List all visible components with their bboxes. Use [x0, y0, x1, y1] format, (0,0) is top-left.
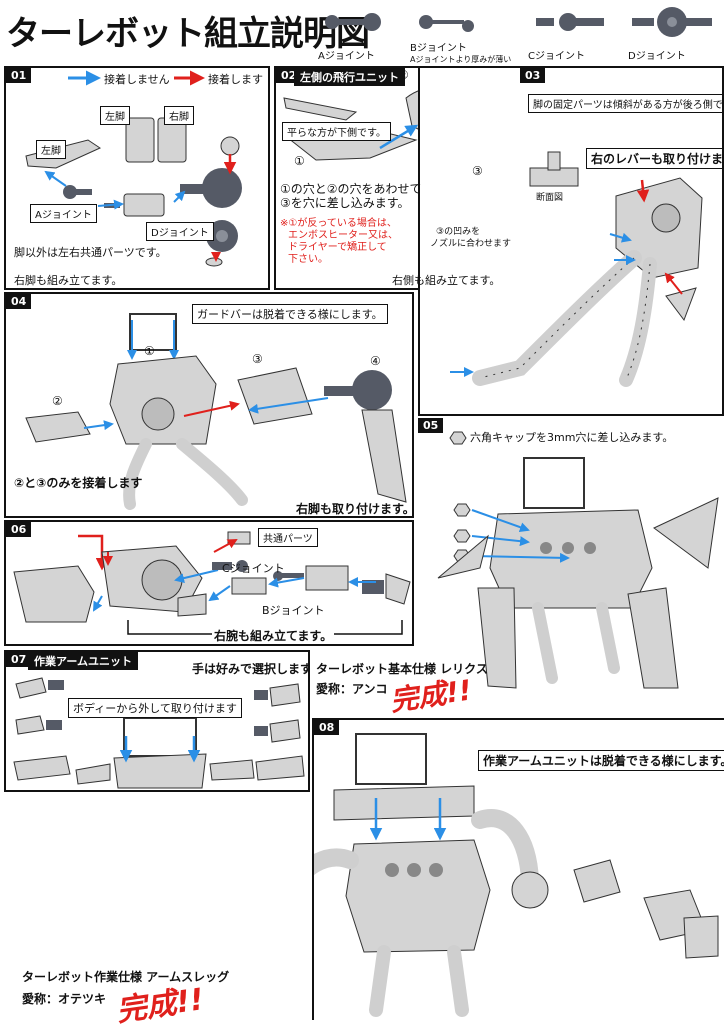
step-07-panel: 07 作業アームユニット 手は好みで選択します。 ボディーから外して取り付けます [4, 650, 310, 792]
callout-3: ③ [252, 352, 263, 366]
step-title: 左側の飛行ユニット [294, 68, 405, 86]
callout-1: ① [144, 344, 155, 358]
step-03-panel: 03 脚の固定パーツは傾斜がある方が後ろ側です。 右のレバーも取り付けます 断面… [418, 66, 724, 416]
nickname: 愛称：アンコ [316, 682, 388, 696]
warning-line-4: 下さい。 [288, 254, 328, 265]
instruction-line-1: ①の穴と②の穴をあわせて [280, 182, 422, 196]
step-03-illustration [450, 151, 703, 387]
step-06-panel: 06 共通パーツ Cジョイント Bジョイント 右腕も組み立てます。 [4, 520, 414, 646]
joint-label: Cジョイント [528, 51, 585, 62]
warning-line-1: ※①が反っている場合は、 [280, 218, 397, 229]
step-04-panel: 04 ガードバーは脱着できる様にします。 ① ② ③ ④ ②と③のみを接着します… [4, 292, 414, 518]
right-leg-note: 右脚も取り付けます。 [296, 502, 414, 516]
step-01-illustration [25, 70, 242, 267]
left-leg-label: 左脚 [100, 106, 130, 125]
callout-1: ① [294, 154, 305, 168]
step-number: 01 [6, 68, 32, 83]
callout-2: ② [52, 394, 63, 408]
c-joint-icon [536, 13, 604, 31]
a-joint-label: Aジョイント [30, 204, 97, 223]
common-parts-label: 共通パーツ [258, 528, 318, 547]
step-number: 07 [6, 652, 30, 667]
hex-cap-note: 六角キャップを3mm穴に差し込みます。 [470, 431, 674, 444]
step-08-panel: 08 作業アームユニットは脱着できる様にします。 [312, 718, 724, 1020]
d-joint-icon [632, 7, 712, 37]
callout-3: ③ [472, 164, 483, 178]
spec-name: ターレボット基本仕様 レリクス [316, 662, 488, 676]
completion-basic-spec: ターレボット基本仕様 レリクス 愛称：アンコ 完成!! [316, 660, 516, 717]
step-number: 03 [520, 68, 546, 83]
legend-red-label: 接着します [208, 73, 263, 86]
page-title: ターレボット組立説明図 [6, 14, 370, 54]
nickname: 愛称：オテツキ [22, 992, 107, 1006]
step-08-illustration [314, 733, 719, 1017]
a-joint-icon [325, 13, 381, 31]
joint-legend-a: Aジョイント [318, 4, 398, 62]
joint-label: Bジョイント [410, 43, 467, 54]
joint-label: Aジョイント [318, 51, 375, 62]
arm-unit-note: 作業アームユニットは脱着できる様にします。 [478, 750, 724, 771]
joint-note: Aジョイントより厚みが薄い [410, 55, 512, 64]
legend-blue-label: 接着しません [104, 73, 170, 86]
callout-4: ④ [370, 354, 381, 368]
step-number: 05 [418, 418, 444, 433]
lever-note: 右のレバーも取り付けます [586, 148, 722, 169]
guard-bar-note: ガードバーは脱着できる様にします。 [192, 304, 388, 324]
b-joint-label: Bジョイント [262, 604, 325, 617]
step-07-illustration [13, 677, 305, 789]
warning-line-3: ドライヤーで矯正して [288, 242, 387, 253]
warning-line-2: エンボスヒーター又は、 [288, 230, 398, 241]
right-arm-note: 右腕も組み立てます。 [212, 627, 335, 644]
right-leg-note: 右脚も組み立てます。 [14, 274, 123, 287]
step-number: 04 [6, 294, 32, 309]
step-number: 08 [314, 720, 340, 735]
fixing-part-note: 脚の固定パーツは傾斜がある方が後ろ側です。 [528, 94, 722, 113]
step-04-illustration [25, 313, 407, 510]
dent-note-1: ③の凹みを [436, 227, 481, 237]
warning-note: ※①が反っている場合は、 エンボスヒーター又は、 ドライヤーで矯正して 下さい。 [280, 218, 398, 266]
left-foot-label: 左脚 [36, 140, 66, 159]
joint-legend-b: Bジョイント Aジョイントより厚みが薄い [410, 4, 520, 64]
instruction-line-2: ③を穴に差し込みます。 [280, 196, 410, 210]
section-label: 断面図 [536, 193, 564, 203]
hand-choice-note: 手は好みで選択します。 [192, 662, 310, 676]
joint-label: Dジョイント [628, 51, 686, 62]
b-joint-icon [419, 15, 474, 32]
step-title: 作業アームユニット [28, 652, 139, 670]
d-joint-label: Dジョイント [146, 222, 214, 241]
glue-note: ②と③のみを接着します [14, 476, 143, 490]
completion-work-spec: ターレボット作業仕様 アームスレッグ 愛称：オテツキ 完成!! [22, 968, 282, 1024]
right-side-note: 右側も組み立てます。 [392, 274, 501, 287]
flat-side-label: 平らな方が下側です。 [282, 122, 391, 141]
joint-legend-d: Dジョイント [628, 4, 724, 62]
common-parts-note: 脚以外は左右共通パーツです。 [14, 246, 167, 259]
step-number: 06 [6, 522, 32, 537]
step-05-panel: 05 六角キャップを3mm穴に差し込みます。 [418, 418, 724, 716]
dent-note-2: ノズルに合わせます [430, 239, 512, 249]
spec-name: ターレボット作業仕様 アームスレッグ [22, 970, 230, 984]
right-leg-label: 右脚 [164, 106, 194, 125]
step-05-illustration [437, 431, 719, 689]
c-joint-label: Cジョイント [222, 562, 285, 575]
step-06-illustration [13, 531, 411, 635]
joint-legend-c: Cジョイント [528, 4, 618, 62]
detach-note: ボディーから外して取り付けます [68, 698, 242, 718]
step-01-panel: 01 接着しません 接着します 左脚 右脚 左脚 Aジョイント Dジョイント 脚… [4, 66, 270, 290]
